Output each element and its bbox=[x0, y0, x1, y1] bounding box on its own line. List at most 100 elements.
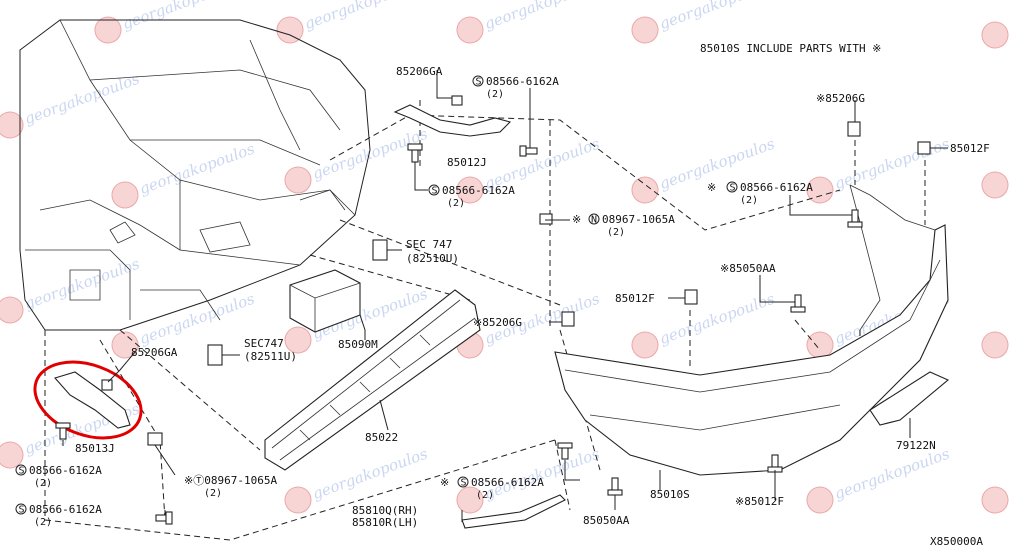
reflector-strip bbox=[461, 494, 566, 529]
watermark-logo-icon bbox=[111, 331, 139, 359]
reinforcement-85022 bbox=[264, 289, 481, 471]
bolt-icon bbox=[155, 511, 173, 525]
part-label-08967-bottom: ※Ⓣ08967-1065A bbox=[184, 474, 277, 487]
watermark: georgakopoulos bbox=[0, 70, 142, 139]
watermark-logo-icon bbox=[631, 331, 659, 359]
part-label-85050AA-top: ※85050AA bbox=[720, 262, 776, 275]
part-label-08566-mid: 08566-6162A bbox=[442, 184, 515, 197]
s-circle-icon bbox=[15, 464, 27, 476]
watermark-logo-icon bbox=[981, 331, 1009, 359]
bracket-85012J bbox=[393, 104, 512, 137]
clip-icon bbox=[847, 121, 861, 137]
part-label-85206G-mid: ※85206G bbox=[473, 316, 522, 329]
part-label-08967-right: 08967-1065A bbox=[602, 213, 675, 226]
part-qty-08566-left: (2) bbox=[34, 478, 52, 489]
s-circle-icon bbox=[457, 476, 469, 488]
watermark bbox=[981, 331, 1009, 359]
bolt-icon bbox=[519, 145, 538, 157]
n-glyph: N bbox=[591, 215, 597, 226]
watermark-logo-icon bbox=[0, 441, 24, 469]
clip-icon bbox=[451, 95, 463, 106]
clip-icon bbox=[917, 141, 931, 155]
part-qty-08566-bottom-left: (2) bbox=[34, 517, 52, 528]
bolt-icon bbox=[847, 209, 863, 228]
watermark-logo-icon bbox=[631, 16, 659, 44]
part-label-sec747-a-ref: (82510U) bbox=[406, 252, 459, 265]
watermark-logo-icon bbox=[806, 176, 834, 204]
part-qty-08967-right: (2) bbox=[607, 227, 625, 238]
watermark bbox=[981, 21, 1009, 49]
watermark-text: georgakopoulos bbox=[22, 255, 142, 313]
watermark: georgakopoulos bbox=[111, 140, 257, 209]
part-label-85013J: 85013J bbox=[75, 442, 115, 455]
part-qty-08566-top: (2) bbox=[486, 89, 504, 100]
bolt-icon bbox=[790, 294, 806, 313]
bolt-icon bbox=[55, 422, 71, 440]
watermark-text: georgakopoulos bbox=[482, 0, 602, 33]
trim-79122N bbox=[869, 371, 950, 426]
watermark-text: georgakopoulos bbox=[482, 445, 602, 503]
watermark-logo-icon bbox=[284, 166, 312, 194]
side-bracket-85013J bbox=[33, 360, 143, 440]
part-label-marker-star: ※ bbox=[707, 181, 716, 194]
watermark-logo-icon bbox=[806, 486, 834, 514]
part-label-08566-bottom-left: 08566-6162A bbox=[29, 503, 102, 516]
part-label-85810R: 85810R(LH) bbox=[352, 516, 418, 529]
clip-icon bbox=[561, 311, 575, 327]
watermark bbox=[981, 486, 1009, 514]
watermark: georgakopoulos bbox=[276, 0, 422, 44]
part-label-85012F-bottom: ※85012F bbox=[735, 495, 784, 508]
watermark-text: georgakopoulos bbox=[302, 0, 422, 33]
watermark-logo-icon bbox=[456, 486, 484, 514]
s-circle-icon bbox=[15, 503, 27, 515]
label-leaders bbox=[62, 70, 948, 522]
part-label-85010S: 85010S bbox=[650, 488, 690, 501]
clip-icon bbox=[207, 344, 223, 366]
fasteners bbox=[55, 95, 931, 525]
drawing-code: X850000A bbox=[930, 535, 983, 548]
bumper-fascia-85010S bbox=[554, 184, 949, 476]
part-label-sec747-b: SEC747 bbox=[244, 337, 284, 350]
watermark: georgakopoulos bbox=[806, 445, 952, 514]
watermark-text: georgakopoulos bbox=[137, 140, 257, 198]
watermark-logo-icon bbox=[276, 16, 304, 44]
part-label-79122N: 79122N bbox=[896, 439, 936, 452]
clip-icon bbox=[539, 213, 553, 225]
s-circle-icon bbox=[472, 75, 484, 87]
watermark-logo-icon bbox=[284, 486, 312, 514]
s-glyph: S bbox=[476, 77, 482, 88]
watermark: georgakopoulos bbox=[456, 0, 602, 44]
part-label-85012J: 85012J bbox=[447, 156, 487, 169]
labels: 85010S INCLUDE PARTS WITH ※ 85206GA S 08… bbox=[15, 42, 990, 548]
watermark-logo-icon bbox=[111, 181, 139, 209]
watermark-logo-icon bbox=[981, 171, 1009, 199]
watermark: georgakopoulos bbox=[94, 0, 240, 44]
part-label-08566-top: 08566-6162A bbox=[486, 75, 559, 88]
watermark-text: georgakopoulos bbox=[832, 135, 952, 193]
watermark-logo-icon bbox=[981, 486, 1009, 514]
n-circle-icon bbox=[588, 213, 600, 225]
part-label-85012F-top: 85012F bbox=[950, 142, 990, 155]
watermark-logo-icon bbox=[456, 176, 484, 204]
watermark-text: georgakopoulos bbox=[832, 445, 952, 503]
watermark-logo-icon bbox=[284, 326, 312, 354]
part-label-sec747-b-ref: (82511U) bbox=[244, 350, 297, 363]
part-label-85810Q: 85810Q(RH) bbox=[352, 504, 418, 517]
watermark bbox=[981, 171, 1009, 199]
watermark-text: georgakopoulos bbox=[310, 445, 430, 503]
highlight-circle bbox=[33, 360, 143, 440]
part-label-08566-left: 08566-6162A bbox=[29, 464, 102, 477]
s-glyph: S bbox=[432, 186, 438, 197]
car-rear-body bbox=[19, 19, 371, 331]
header-note: 85010S INCLUDE PARTS WITH ※ bbox=[700, 42, 881, 55]
watermark-logo-icon bbox=[0, 296, 24, 324]
part-label-sec747-a: SEC 747 bbox=[406, 238, 452, 251]
watermark-logo-icon bbox=[981, 21, 1009, 49]
part-label-marker-star: ※ bbox=[440, 476, 449, 489]
part-qty-08566-bottom: (2) bbox=[476, 490, 494, 501]
part-label-85012F-mid: 85012F bbox=[615, 292, 655, 305]
s-circle-icon bbox=[726, 181, 738, 193]
s-circle-icon bbox=[428, 184, 440, 196]
s-glyph: S bbox=[730, 183, 736, 194]
